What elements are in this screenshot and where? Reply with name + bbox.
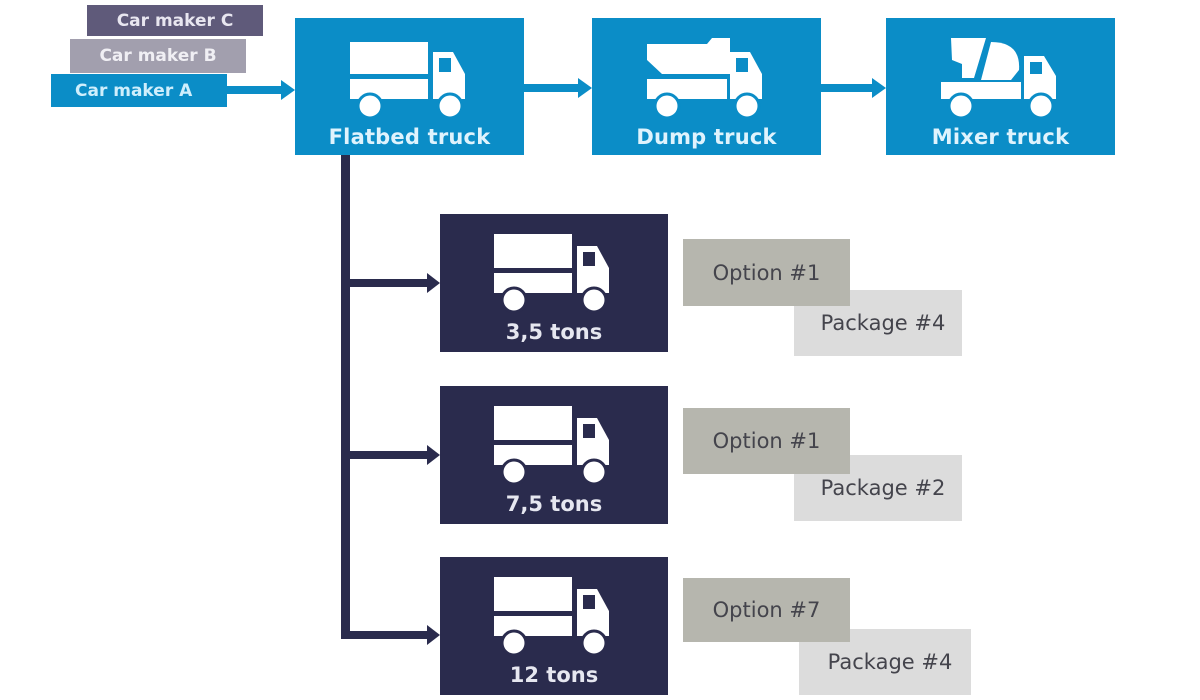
option-label: Option #7 bbox=[712, 598, 821, 622]
vehicle-flatbed-label: Flatbed truck bbox=[328, 125, 491, 149]
truck-icon bbox=[494, 406, 609, 486]
weight-class-label: 7,5 tons bbox=[505, 492, 603, 516]
option-label: Option #1 bbox=[712, 429, 821, 453]
dump-truck-icon bbox=[646, 38, 762, 120]
option-tag[interactable]: Option #1 bbox=[683, 408, 850, 474]
package-label: Package #4 bbox=[820, 311, 946, 335]
truck-icon bbox=[494, 234, 609, 314]
weight-class-7-5-tons[interactable]: 7,5 tons bbox=[440, 386, 668, 524]
car-maker-b[interactable]: Car maker B bbox=[70, 39, 246, 73]
vehicle-flatbed-truck[interactable]: Flatbed truck bbox=[295, 18, 524, 155]
car-maker-a[interactable]: Car maker A bbox=[51, 74, 227, 107]
vehicle-mixer-label: Mixer truck bbox=[931, 125, 1070, 149]
car-maker-c-label: Car maker C bbox=[116, 10, 234, 31]
car-maker-b-label: Car maker B bbox=[99, 46, 217, 66]
option-tag[interactable]: Option #1 bbox=[683, 239, 850, 306]
weight-class-label: 12 tons bbox=[509, 663, 599, 687]
arrow-to-12-tons bbox=[341, 625, 440, 645]
car-maker-a-label: Car maker A bbox=[75, 80, 193, 101]
arrow-maker-to-flatbed bbox=[227, 80, 295, 100]
vehicle-dump-label: Dump truck bbox=[636, 125, 777, 149]
arrow-to-7-5-tons bbox=[341, 445, 440, 465]
package-label: Package #4 bbox=[827, 650, 953, 674]
car-maker-c[interactable]: Car maker C bbox=[87, 5, 263, 36]
flatbed-truck-icon bbox=[349, 42, 465, 120]
truck-icon bbox=[494, 577, 609, 657]
package-label: Package #2 bbox=[820, 476, 946, 500]
arrow-flatbed-to-dump bbox=[524, 78, 592, 98]
option-tag[interactable]: Option #7 bbox=[683, 578, 850, 642]
package-tag[interactable]: Package #4 bbox=[794, 290, 962, 356]
vehicle-mixer-truck[interactable]: Mixer truck bbox=[886, 18, 1115, 155]
weight-class-3-5-tons[interactable]: 3,5 tons bbox=[440, 214, 668, 352]
vehicle-dump-truck[interactable]: Dump truck bbox=[592, 18, 821, 155]
arrow-to-3-5-tons bbox=[341, 273, 440, 293]
arrow-dump-to-mixer bbox=[821, 78, 886, 98]
weight-class-label: 3,5 tons bbox=[505, 320, 603, 344]
option-label: Option #1 bbox=[712, 260, 821, 285]
mixer-truck-icon bbox=[940, 38, 1056, 120]
weight-class-12-tons[interactable]: 12 tons bbox=[440, 557, 668, 695]
branch-trunk bbox=[341, 155, 350, 639]
